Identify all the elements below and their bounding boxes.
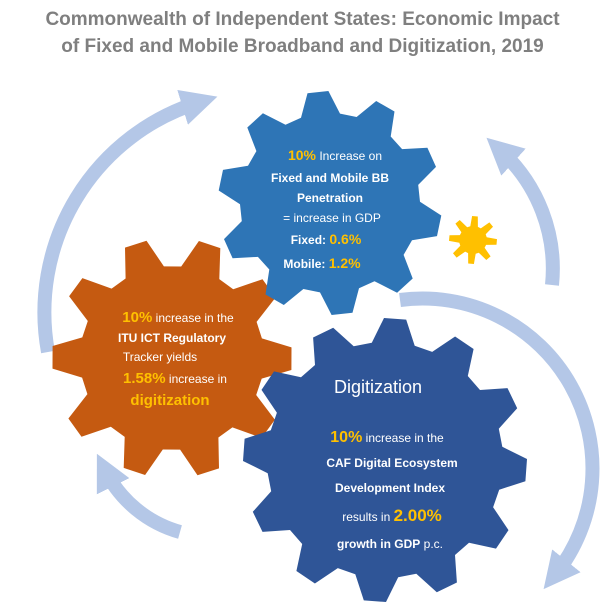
title-line-2: of Fixed and Mobile Broadband and Digiti… [61, 36, 544, 57]
svg-text:10% increase in the: 10% increase in the [330, 429, 444, 446]
cycle-arrow-bottom-left [96, 453, 183, 539]
cycle-arrow-top-right [486, 137, 560, 286]
orange-gear-line4: increase in [166, 372, 227, 386]
navy-gear [243, 318, 527, 602]
orange-gear-text: 10% increase in the ITU ICT Regulatory T… [118, 309, 234, 409]
blue-gear-text: 10% Increase on Fixed and Mobile BB Pene… [271, 147, 389, 271]
svg-text:growth in GDP p.c.: growth in GDP p.c. [337, 537, 443, 551]
navy-gear-heading: Digitization [334, 377, 422, 397]
svg-text:Fixed: 0.6%: Fixed: 0.6% [291, 231, 362, 247]
svg-text:results in 2.00%: results in 2.00% [342, 506, 442, 525]
blue-gear-percent: 10% [288, 147, 317, 163]
blue-gear-fixed-label: Fixed: [291, 233, 330, 247]
blue-gear-line1: Increase on [316, 149, 382, 163]
svg-text:1.58% increase in: 1.58% increase in [123, 370, 227, 387]
orange-gear-line1: increase in the [152, 311, 234, 325]
blue-gear-mobile-value: 1.2% [329, 255, 361, 271]
small-yellow-gear [449, 216, 497, 264]
navy-gear-line5: growth in GDP [337, 537, 420, 551]
diagram-title: Commonwealth of Independent States: Econ… [0, 6, 605, 60]
cycle-arrow-top-left [37, 89, 218, 354]
navy-gear-percent: 10% [330, 429, 362, 446]
navy-gear-line5-suffix: p.c. [420, 537, 443, 551]
blue-gear-mobile-label: Mobile: [283, 257, 328, 271]
svg-text:10% increase in the: 10% increase in the [122, 309, 234, 326]
title-line-1: Commonwealth of Independent States: Econ… [45, 9, 560, 30]
navy-gear-line2: CAF Digital Ecosystem [326, 456, 457, 470]
blue-gear-fixed-value: 0.6% [329, 231, 361, 247]
blue-gear-line4: = increase in GDP [283, 211, 381, 225]
blue-gear-line2: Fixed and Mobile BB [271, 171, 389, 185]
navy-gear-text: Digitization 10% increase in the CAF Dig… [326, 377, 457, 551]
orange-gear-percent: 10% [122, 309, 152, 326]
orange-gear-line2: ITU ICT Regulatory [118, 331, 226, 345]
navy-gear-line4: results in [342, 510, 393, 524]
blue-gear-line3: Penetration [297, 191, 363, 205]
navy-gear-line1: increase in the [362, 431, 444, 445]
orange-gear-line5: digitization [130, 392, 209, 409]
orange-gear-value: 1.58% [123, 370, 166, 387]
cycle-arrow-right [399, 291, 600, 590]
navy-gear-line3: Development Index [335, 481, 445, 495]
orange-gear [52, 240, 292, 476]
orange-gear-line3: Tracker yields [123, 350, 197, 364]
navy-gear-value: 2.00% [394, 506, 442, 525]
cycle-arrows [37, 89, 600, 590]
svg-text:10% Increase on: 10% Increase on [288, 147, 382, 163]
svg-text:Mobile: 1.2%: Mobile: 1.2% [283, 255, 361, 271]
blue-gear [218, 91, 442, 315]
